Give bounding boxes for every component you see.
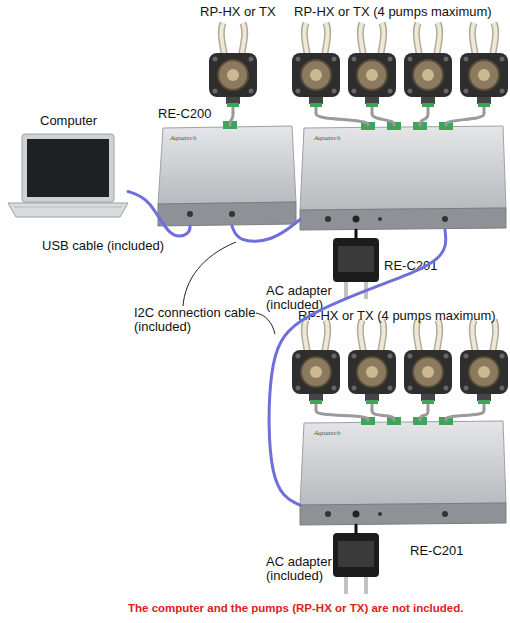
pump [348, 23, 396, 113]
pump [292, 320, 340, 410]
power-cable [355, 525, 358, 533]
pump [348, 320, 396, 410]
cable-label: I2C connection cable (included) [134, 306, 256, 334]
pump [292, 23, 340, 113]
controller-front [158, 202, 296, 226]
laptop-keys [14, 207, 122, 208]
pump [460, 320, 508, 410]
port [187, 211, 193, 217]
node-label: Computer [40, 114, 97, 128]
power-cable [355, 230, 358, 238]
pump-cable [316, 113, 484, 125]
controller-top [158, 126, 296, 204]
pump-group: RP-HX or TX (4 pumps maximum) [288, 328, 508, 410]
node-label: RE-C200 [158, 107, 211, 121]
node-label: RE-C201 [410, 544, 463, 558]
port [229, 211, 235, 217]
laptop-screen [27, 139, 109, 197]
terminal [223, 121, 237, 129]
laptop-lid [22, 134, 114, 202]
usb-cable [128, 191, 190, 235]
laptop [8, 134, 128, 217]
pump-cable [230, 113, 233, 125]
pump-group: RP-HX or TX (4 pumps maximum) [288, 25, 508, 113]
ac-adapter: AC adapter (included) [333, 238, 379, 300]
brand-label: Aquatech [314, 429, 340, 437]
ac-adapter [333, 533, 379, 594]
brand-label: Aquatech [170, 134, 196, 142]
controller [300, 417, 506, 525]
pump [460, 23, 508, 113]
pump: RP-HX or TX [203, 25, 263, 113]
cable-label: USB cable (included) [42, 239, 164, 253]
controller [300, 122, 506, 230]
leader-line [183, 242, 236, 306]
ac-adapter: AC adapter (included) [333, 533, 379, 595]
leader-line [256, 313, 275, 334]
node-label: AC adapter (included) [266, 284, 338, 312]
pump [404, 23, 452, 113]
pump [209, 23, 257, 113]
node-label: AC adapter (included) [266, 555, 338, 583]
i2c-cable [232, 220, 300, 242]
laptop-base [8, 203, 128, 217]
i2c-cable [269, 230, 446, 505]
brand-label: Aquatech [314, 134, 340, 142]
node-label: RP-HX or TX [200, 5, 276, 19]
node-label: RE-C201 [384, 259, 437, 273]
node-label: RP-HX or TX (4 pumps maximum) [298, 309, 496, 323]
pump [404, 320, 452, 410]
ac-adapter [333, 238, 379, 299]
note: The computer and the pumps (RP-HX or TX)… [128, 601, 463, 615]
pump-cable [316, 410, 484, 420]
controller [158, 121, 296, 226]
laptop: Computer [5, 133, 128, 219]
node-label: RP-HX or TX (4 pumps maximum) [294, 5, 492, 19]
